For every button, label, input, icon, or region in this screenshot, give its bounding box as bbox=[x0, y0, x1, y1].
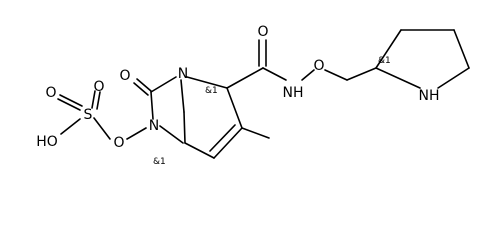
pyrrolidine-nh-label: NH bbox=[419, 88, 440, 104]
chemical-structure: O N N O NH O NH O O S HO O &1 &1 &1 bbox=[36, 24, 470, 167]
linking-oxygen-label: O bbox=[113, 135, 124, 151]
bond-c2-to-amide-carbon bbox=[226, 67, 264, 89]
bicyclic-nitrogen-label: N bbox=[149, 118, 159, 134]
bond-ch2-to-pyrrolidine bbox=[346, 67, 377, 81]
bond-alkene-double-inner bbox=[209, 124, 236, 152]
bond-alkene-double-outer bbox=[213, 127, 243, 159]
bond-linking-o-to-s bbox=[93, 117, 111, 140]
hydroxyl-label: HO bbox=[36, 134, 58, 150]
bond-ring-n-to-linking-o bbox=[126, 127, 147, 140]
bond-carbonyl-double-b bbox=[133, 82, 149, 96]
bond-pyrrolidine-c2-c3 bbox=[375, 29, 402, 69]
bond-carbonyl-double-a bbox=[136, 78, 152, 92]
bond-s-double-left-b bbox=[59, 94, 83, 107]
bond-ring-n-to-c5 bbox=[159, 125, 184, 144]
bond-lines bbox=[57, 29, 470, 159]
bond-carbonyl-to-bridgehead-n bbox=[150, 76, 177, 93]
ether-oxygen-label: O bbox=[313, 58, 324, 74]
carbonyl-oxygen-label: O bbox=[119, 68, 130, 84]
bond-carbonyl-to-ring-n bbox=[150, 91, 154, 120]
bond-c3-to-c2 bbox=[226, 87, 243, 129]
stereo-label-pyrrolidine-c2: &1 bbox=[378, 56, 391, 66]
bond-s-double-left-a bbox=[57, 98, 81, 111]
bond-c5-to-alkene bbox=[184, 142, 215, 159]
bridgehead-nitrogen-label: N bbox=[178, 66, 188, 82]
bond-pyrrolidine-n-c2 bbox=[375, 67, 421, 89]
bond-pyrrolidine-c5-n bbox=[437, 67, 470, 89]
bond-c3-to-methyl bbox=[241, 127, 270, 139]
bond-pyrrolidine-c4-c5 bbox=[453, 29, 470, 69]
sulfur-label: S bbox=[84, 107, 93, 123]
bond-s-double-top-b bbox=[96, 91, 101, 110]
stereo-label-c2: &1 bbox=[205, 86, 218, 96]
bond-oxygen-to-ch2 bbox=[324, 69, 348, 81]
stereo-label-c5: &1 bbox=[153, 157, 166, 167]
bond-s-to-hydroxyl bbox=[60, 118, 81, 135]
bond-s-double-top-a bbox=[91, 90, 96, 109]
amide-oxygen-label: O bbox=[257, 24, 268, 40]
bond-bridge-lower bbox=[183, 111, 186, 144]
amide-nh-label: NH bbox=[283, 85, 304, 101]
bond-bridgehead-n-to-c2 bbox=[186, 76, 228, 89]
bond-amide-carbon-to-nh bbox=[262, 67, 287, 81]
sulfonyl-oxygen-top-label: O bbox=[93, 79, 104, 95]
atom-labels: O N N O NH O NH O O S HO O &1 &1 &1 bbox=[36, 24, 439, 167]
sulfonyl-oxygen-left-label: O bbox=[45, 85, 56, 101]
bond-nh-to-oxygen bbox=[301, 69, 315, 81]
bond-bridge-upper bbox=[180, 79, 185, 113]
